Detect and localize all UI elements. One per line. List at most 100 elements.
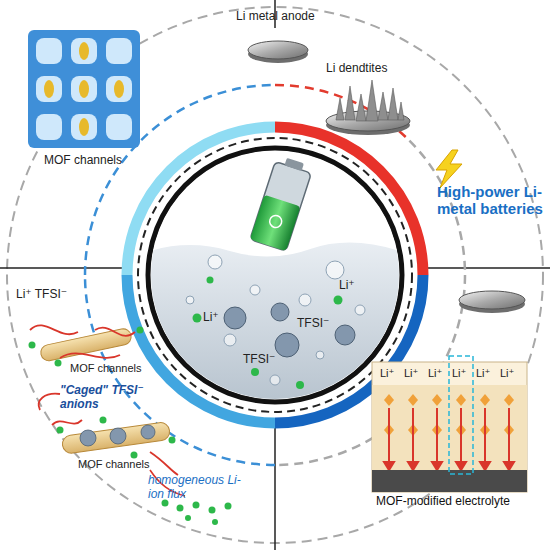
quadrant-lines-part — [0, 267, 130, 269]
mof-channel-free-part-part — [55, 360, 62, 367]
mof-lattice-part-part — [36, 76, 62, 102]
electrolyte-inset-part-part — [456, 394, 466, 406]
dendrite-disc-part-part — [398, 102, 404, 120]
quadrant-lines-part — [420, 267, 550, 269]
stable-li-disc-part — [459, 291, 525, 309]
electrolyte-scene-part-part — [193, 314, 202, 323]
electrolyte-inset-part — [449, 356, 473, 474]
mof-channel-free-part — [95, 328, 135, 336]
text-label: Li⁺ — [476, 367, 490, 380]
mof-lattice-part-part — [36, 114, 62, 140]
electrolyte-scene-part-part — [268, 214, 283, 229]
electrolyte-inset-part — [372, 470, 527, 492]
mof-lattice-part — [44, 42, 124, 136]
electrolyte-inset-part-part — [484, 408, 486, 466]
lightning-bolt — [436, 150, 462, 188]
electrolyte-inset-part-part — [480, 462, 490, 470]
text-label: Li⁺ — [339, 279, 355, 293]
electrolyte-scene-part-part — [284, 158, 304, 171]
electrolyte-scene-part-part — [270, 375, 280, 385]
mof-channel-free-part — [29, 327, 144, 367]
electrolyte-circle: Li⁺TFSI⁻TFSI⁻Li⁺ — [151, 151, 399, 399]
mof-lattice-part — [28, 30, 140, 148]
electrolyte-inset-part-part — [436, 408, 438, 466]
li-anode-disc — [248, 41, 308, 63]
electrolyte-scene-part — [186, 255, 365, 385]
electrolyte-scene-part — [224, 303, 355, 357]
electrolyte-scene-part — [150, 241, 400, 400]
electrolyte-scene-part — [193, 277, 343, 390]
electrolyte-scene-part-part — [299, 294, 311, 306]
electrolyte-inset-part-part — [460, 408, 462, 466]
mof-channel-caged-part-part — [131, 452, 138, 459]
electrolyte-inset — [372, 356, 527, 492]
mof-lattice-part-part — [79, 80, 89, 98]
electrolyte-scene-part-part — [335, 325, 355, 345]
electrolyte-inset-part-part — [408, 462, 418, 470]
text-label: Li dendtites — [326, 62, 387, 76]
text-label: Li⁺ — [203, 311, 219, 325]
text-label: MOF channels — [70, 362, 142, 375]
mof-lattice-part-part — [36, 38, 62, 64]
electrolyte-scene-part-part — [271, 303, 289, 321]
electrolyte-inset-box: Li⁺Li⁺Li⁺Li⁺Li⁺Li⁺MOF-modified electroly… — [372, 362, 527, 492]
ion-flux-dots-part — [193, 502, 200, 509]
electrolyte-inset-part-part — [412, 408, 414, 466]
mof-channel-caged-part — [57, 417, 176, 459]
mof-lattice-part-part — [114, 80, 124, 98]
ion-flux-dots-part — [212, 519, 218, 525]
mof-channel-free-part-part — [29, 342, 36, 349]
electrolyte-inset-part-part — [504, 462, 514, 470]
mof-lattice — [28, 30, 140, 148]
electrolyte-scene-part — [150, 150, 400, 400]
dendrite-disc-part — [336, 80, 404, 121]
electrolyte-inset-part-part — [456, 462, 466, 470]
electrolyte-scene-part-part — [251, 368, 259, 376]
mof-channel-caged-part — [39, 394, 60, 410]
electrolyte-scene-part-part — [207, 277, 214, 284]
electrolyte-scene-part-part — [224, 307, 246, 329]
mof-lattice-part-part — [44, 80, 54, 98]
mof-lattice-part-part — [106, 38, 132, 64]
electrolyte-scene-part — [250, 155, 314, 251]
mof-channel-free-part — [39, 327, 132, 362]
text-label: Li metal anode — [236, 10, 315, 24]
mof-channel-caged-part — [150, 452, 178, 475]
electrolyte-scene-part-part — [208, 255, 222, 269]
electrolyte-scene-part-part — [250, 285, 260, 295]
mof-channel-caged-part — [61, 421, 170, 454]
electrolyte-scene-part-part — [326, 261, 344, 279]
electrolyte-scene-part-part — [355, 305, 365, 315]
ion-flux-dots-part — [225, 503, 232, 510]
ion-flux-dots-part — [185, 515, 191, 521]
text-label: MOF-modified electrolyte — [376, 495, 536, 509]
lightning-bolt-part — [436, 150, 462, 188]
mof-channel-free-part — [60, 353, 120, 358]
text-label: TFSI⁻ — [297, 317, 329, 331]
mof-channel-caged — [39, 394, 178, 475]
electrolyte-scene-part-part — [224, 334, 236, 346]
mof-channel-free-part-part — [39, 327, 132, 362]
dendrite-disc-part-part — [345, 86, 355, 120]
text-label: High-power Li-metal batteries — [437, 183, 550, 218]
text-label: Li⁺ — [452, 367, 466, 380]
li-anode-disc-part — [248, 41, 308, 59]
mof-lattice-part-part — [71, 38, 97, 64]
text-label: "Caged" TFSI⁻ anions — [60, 384, 152, 412]
mof-channel-caged-part-part — [100, 417, 107, 424]
electrolyte-inset-part-part — [384, 462, 394, 470]
mof-channel-caged-part-part — [61, 421, 170, 454]
text-label: MOF channels — [44, 154, 122, 168]
text-label: homogeneous Li-ion flux — [148, 474, 243, 502]
mof-lattice-part-part — [106, 114, 132, 140]
electrolyte-inset-part-part — [508, 408, 510, 466]
ion-flux-dots-part — [177, 505, 184, 512]
electrolyte-inset-part-part — [384, 394, 394, 406]
electrolyte-inset-part-part — [504, 394, 514, 406]
mof-lattice-part — [36, 38, 132, 140]
electrolyte-scene-part-part — [316, 351, 324, 359]
mof-channel-caged-part-part — [57, 427, 64, 434]
electrolyte-inset-part-part — [388, 408, 390, 466]
electrolyte-inset-part-part — [480, 394, 490, 406]
